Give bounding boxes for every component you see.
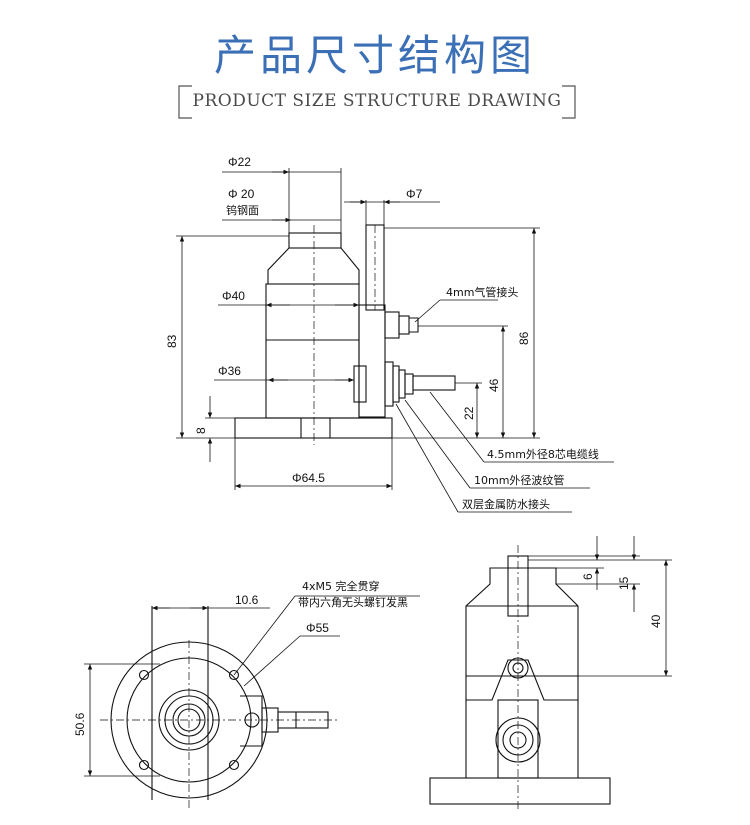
dim-10-6: 10.6 — [235, 593, 259, 607]
dim-d64: Φ64.5 — [292, 471, 325, 485]
note-screw-line2: 带内六角无头螺钉发黑 — [298, 595, 408, 609]
waterproof-joint — [384, 361, 394, 407]
bottom-view-dimensions — [84, 595, 420, 777]
mounting-base — [234, 417, 393, 439]
screw-hole — [228, 669, 240, 681]
dim-h50-6: 50.6 — [73, 712, 87, 736]
dim-h46: 46 — [487, 378, 501, 392]
callout-conduit: 10mm外径波纹管 — [474, 473, 564, 487]
bottom-view — [100, 606, 340, 810]
probe-body — [265, 283, 360, 419]
dim-h15: 15 — [617, 576, 631, 590]
bracket-plate — [358, 304, 386, 418]
dim-d7: Φ7 — [406, 187, 423, 201]
tungsten-tip — [288, 232, 342, 249]
front-view-dimensions — [176, 168, 614, 513]
subtitle-frame: PRODUCT SIZE STRUCTURE DRAWING — [178, 85, 576, 119]
dim-d55: Φ55 — [306, 621, 329, 635]
dim-h83: 83 — [165, 334, 179, 348]
dim-d40: Φ40 — [222, 289, 245, 303]
dim-d22: Φ22 — [228, 155, 251, 169]
callout-joint: 双层金属防水接头 — [462, 497, 550, 511]
side-view-dimensions — [528, 536, 672, 677]
side-view — [429, 545, 611, 812]
callout-air-fitting: 4mm气管接头 — [446, 285, 518, 299]
cable-outlet — [412, 375, 456, 391]
dim-h86: 86 — [517, 331, 531, 345]
note-screw-line1: 4xM5 完全贯穿 — [302, 579, 380, 593]
air-fitting — [384, 311, 400, 339]
side-base — [429, 777, 611, 805]
screw-hole — [228, 759, 240, 771]
screw-hole — [138, 669, 150, 681]
page-title: 产品尺寸结构图 — [213, 31, 536, 80]
dim-h8: 8 — [194, 427, 208, 434]
dim-d36: Φ36 — [218, 364, 241, 378]
dim-h22: 22 — [462, 406, 476, 420]
probe-head — [267, 247, 360, 285]
dim-d20: Φ 20 — [228, 187, 255, 201]
dim-d20-note: 钨钢面 — [226, 204, 259, 217]
dim-h40: 40 — [649, 614, 663, 628]
subtitle-frame-lines — [178, 85, 576, 119]
front-view — [234, 224, 456, 445]
page-subtitle: PRODUCT SIZE STRUCTURE DRAWING — [192, 91, 562, 111]
callout-cable: 4.5mm外径8芯电缆线 — [487, 447, 599, 461]
dim-h6: 6 — [581, 573, 595, 580]
screw-hole — [138, 759, 150, 771]
